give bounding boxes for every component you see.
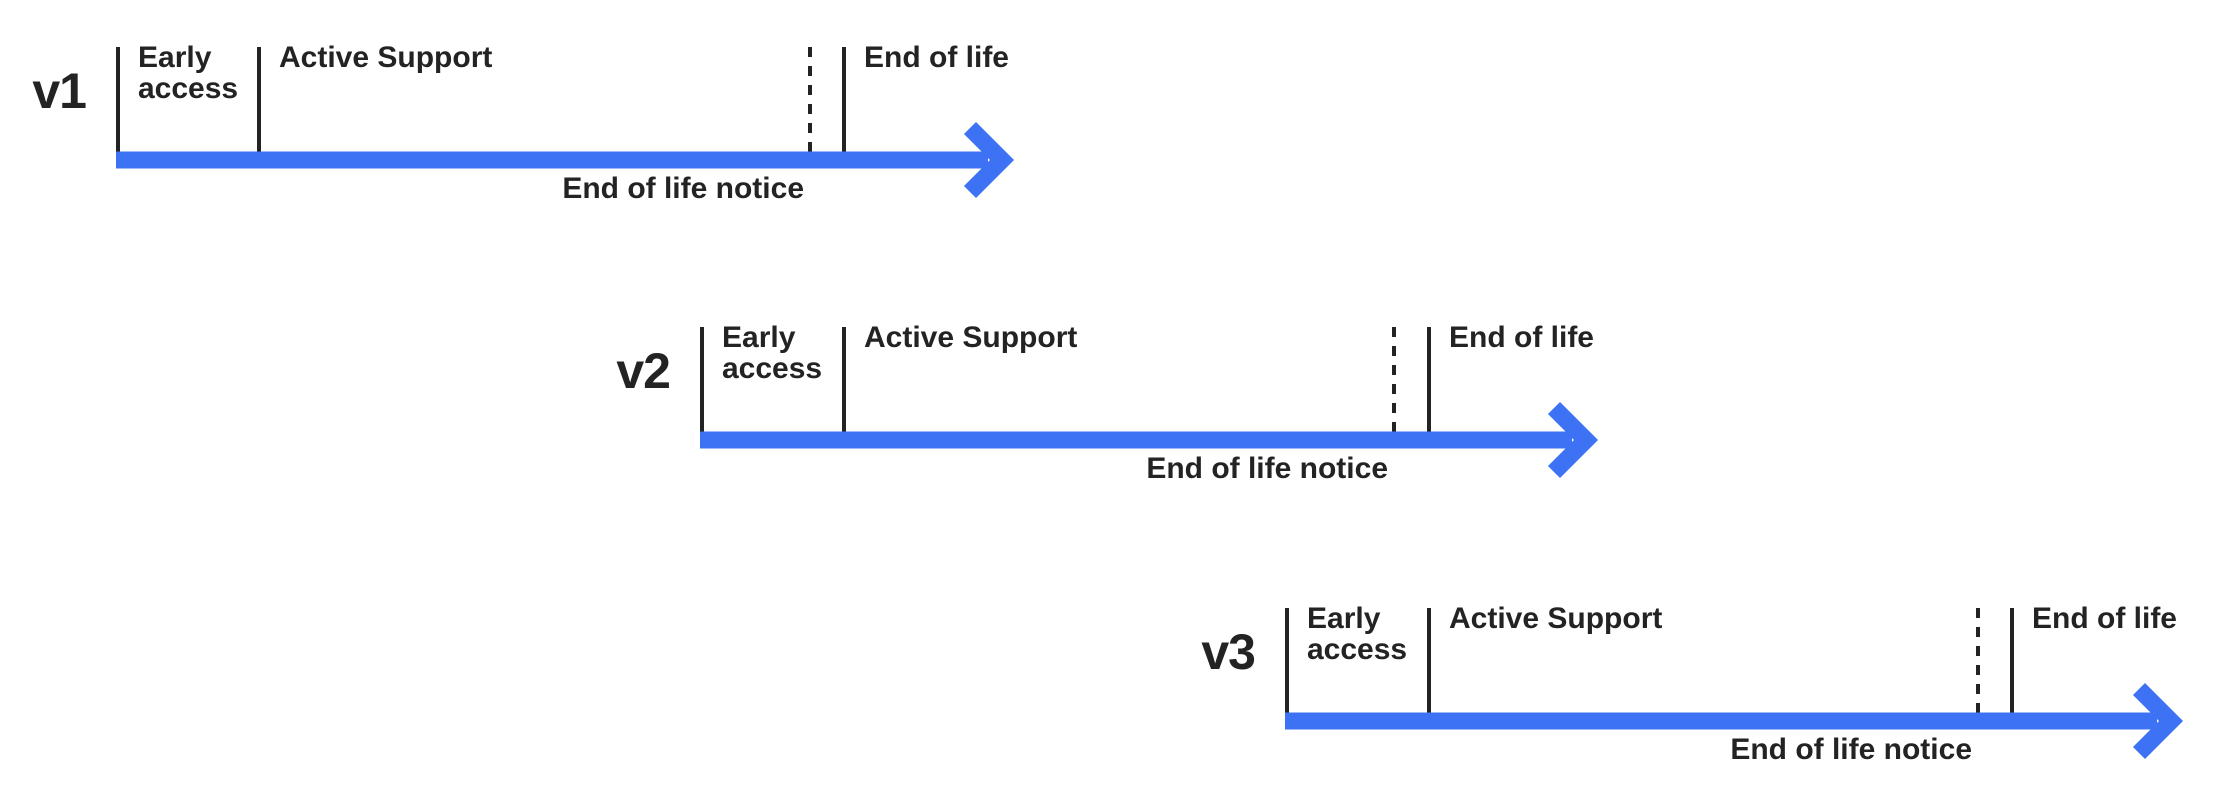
early-access-start-tick xyxy=(1285,608,1289,713)
version-label: v3 xyxy=(1201,624,1256,680)
timeline-arrow xyxy=(1285,682,2184,760)
end-of-life-tick xyxy=(2010,608,2014,713)
arrow-head xyxy=(1547,401,1599,479)
early-access-start-tick xyxy=(700,327,704,432)
end-of-life-notice-dashed-line xyxy=(1976,608,1980,713)
end-of-life-notice-dashed-line xyxy=(808,47,812,152)
early-access-label: Early access xyxy=(722,321,823,385)
version-label: v1 xyxy=(32,63,87,119)
timeline-row-v2: v2 Early access Active Support End of li… xyxy=(0,280,2228,515)
active-support-start-tick xyxy=(257,47,261,152)
timeline-row-v1: v1 Early access Active Support End of li… xyxy=(0,0,2228,235)
end-of-life-label: End of life xyxy=(864,41,1009,74)
timeline-arrow xyxy=(700,401,1599,479)
active-support-start-tick xyxy=(1427,608,1431,713)
active-support-label: Active Support xyxy=(1449,602,1663,635)
timeline-arrow xyxy=(116,121,1015,199)
early-access-label: Early access xyxy=(138,41,239,105)
end-of-life-notice-label: End of life notice xyxy=(1146,452,1388,485)
version-label: v2 xyxy=(616,343,671,399)
active-support-start-tick xyxy=(842,327,846,432)
end-of-life-label: End of life xyxy=(1449,321,1594,354)
timeline-row-v3: v3 Early access Active Support End of li… xyxy=(0,561,2228,796)
end-of-life-notice-label: End of life notice xyxy=(1730,733,1972,766)
end-of-life-tick xyxy=(1427,327,1431,432)
active-support-label: Active Support xyxy=(279,41,493,74)
end-of-life-label: End of life xyxy=(2032,602,2177,635)
early-access-start-tick xyxy=(116,47,120,152)
end-of-life-tick xyxy=(842,47,846,152)
arrow-head xyxy=(963,121,1015,199)
arrow-head xyxy=(2132,682,2184,760)
end-of-life-notice-dashed-line xyxy=(1392,327,1396,432)
end-of-life-notice-label: End of life notice xyxy=(562,172,804,205)
early-access-label: Early access xyxy=(1307,602,1408,666)
active-support-label: Active Support xyxy=(864,321,1078,354)
